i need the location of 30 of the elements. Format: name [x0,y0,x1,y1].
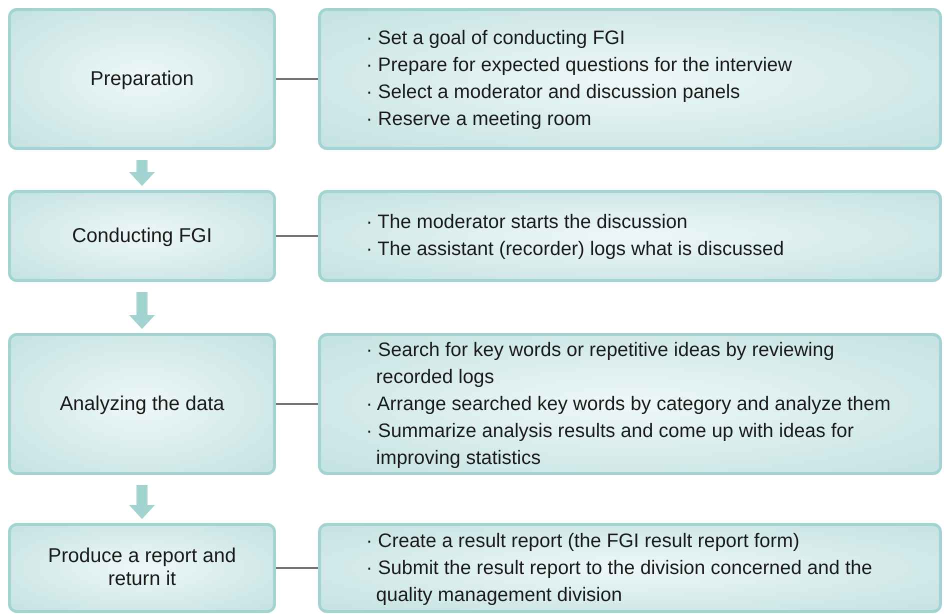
connector-line [276,403,318,405]
details-box [318,333,942,475]
step-box [8,333,276,475]
down-arrow [129,485,155,519]
step-box [8,523,276,613]
bullet-text: · Create a result report (the FGI result report form) [366,528,800,554]
bullet-text: · Arrange searched key words by category and analyze them [366,392,892,416]
step-box [8,190,276,282]
bullet-text: · Set a goal of conducting FGI [366,26,626,51]
connector-line [276,235,318,237]
connector-line [276,567,318,569]
bullet-text: · The moderator starts the discussion [366,210,689,235]
connector-line [276,78,318,80]
down-arrow [129,292,155,329]
bullet-text: · Reserve a meeting room [366,107,592,132]
step-label: Preparation [90,68,194,90]
step-label: Conducting FGI [72,224,212,248]
details-box [318,8,942,150]
bullet-text: · Summarize analysis results and come up with ideas for improving statistics [366,418,855,470]
bullet-text: · The assistant (recorder) logs what is discussed [366,237,785,262]
step-box [8,8,276,150]
bullet-text: · Select a moderator and discussion panels [366,80,741,105]
down-arrow [129,160,155,186]
step-label: Analyzing the data [60,392,224,416]
bullet-text: · Prepare for expected questions for the interview [366,53,793,78]
bullet-text: · Search for key words or repetitive ideas by reviewing recorded logs [366,338,836,390]
step-label: Produce a report and return it [47,545,237,591]
details-box [318,190,942,282]
details-box [318,523,942,613]
bullet-text: · Submit the result report to the division concerned and the quality management division [366,556,874,608]
